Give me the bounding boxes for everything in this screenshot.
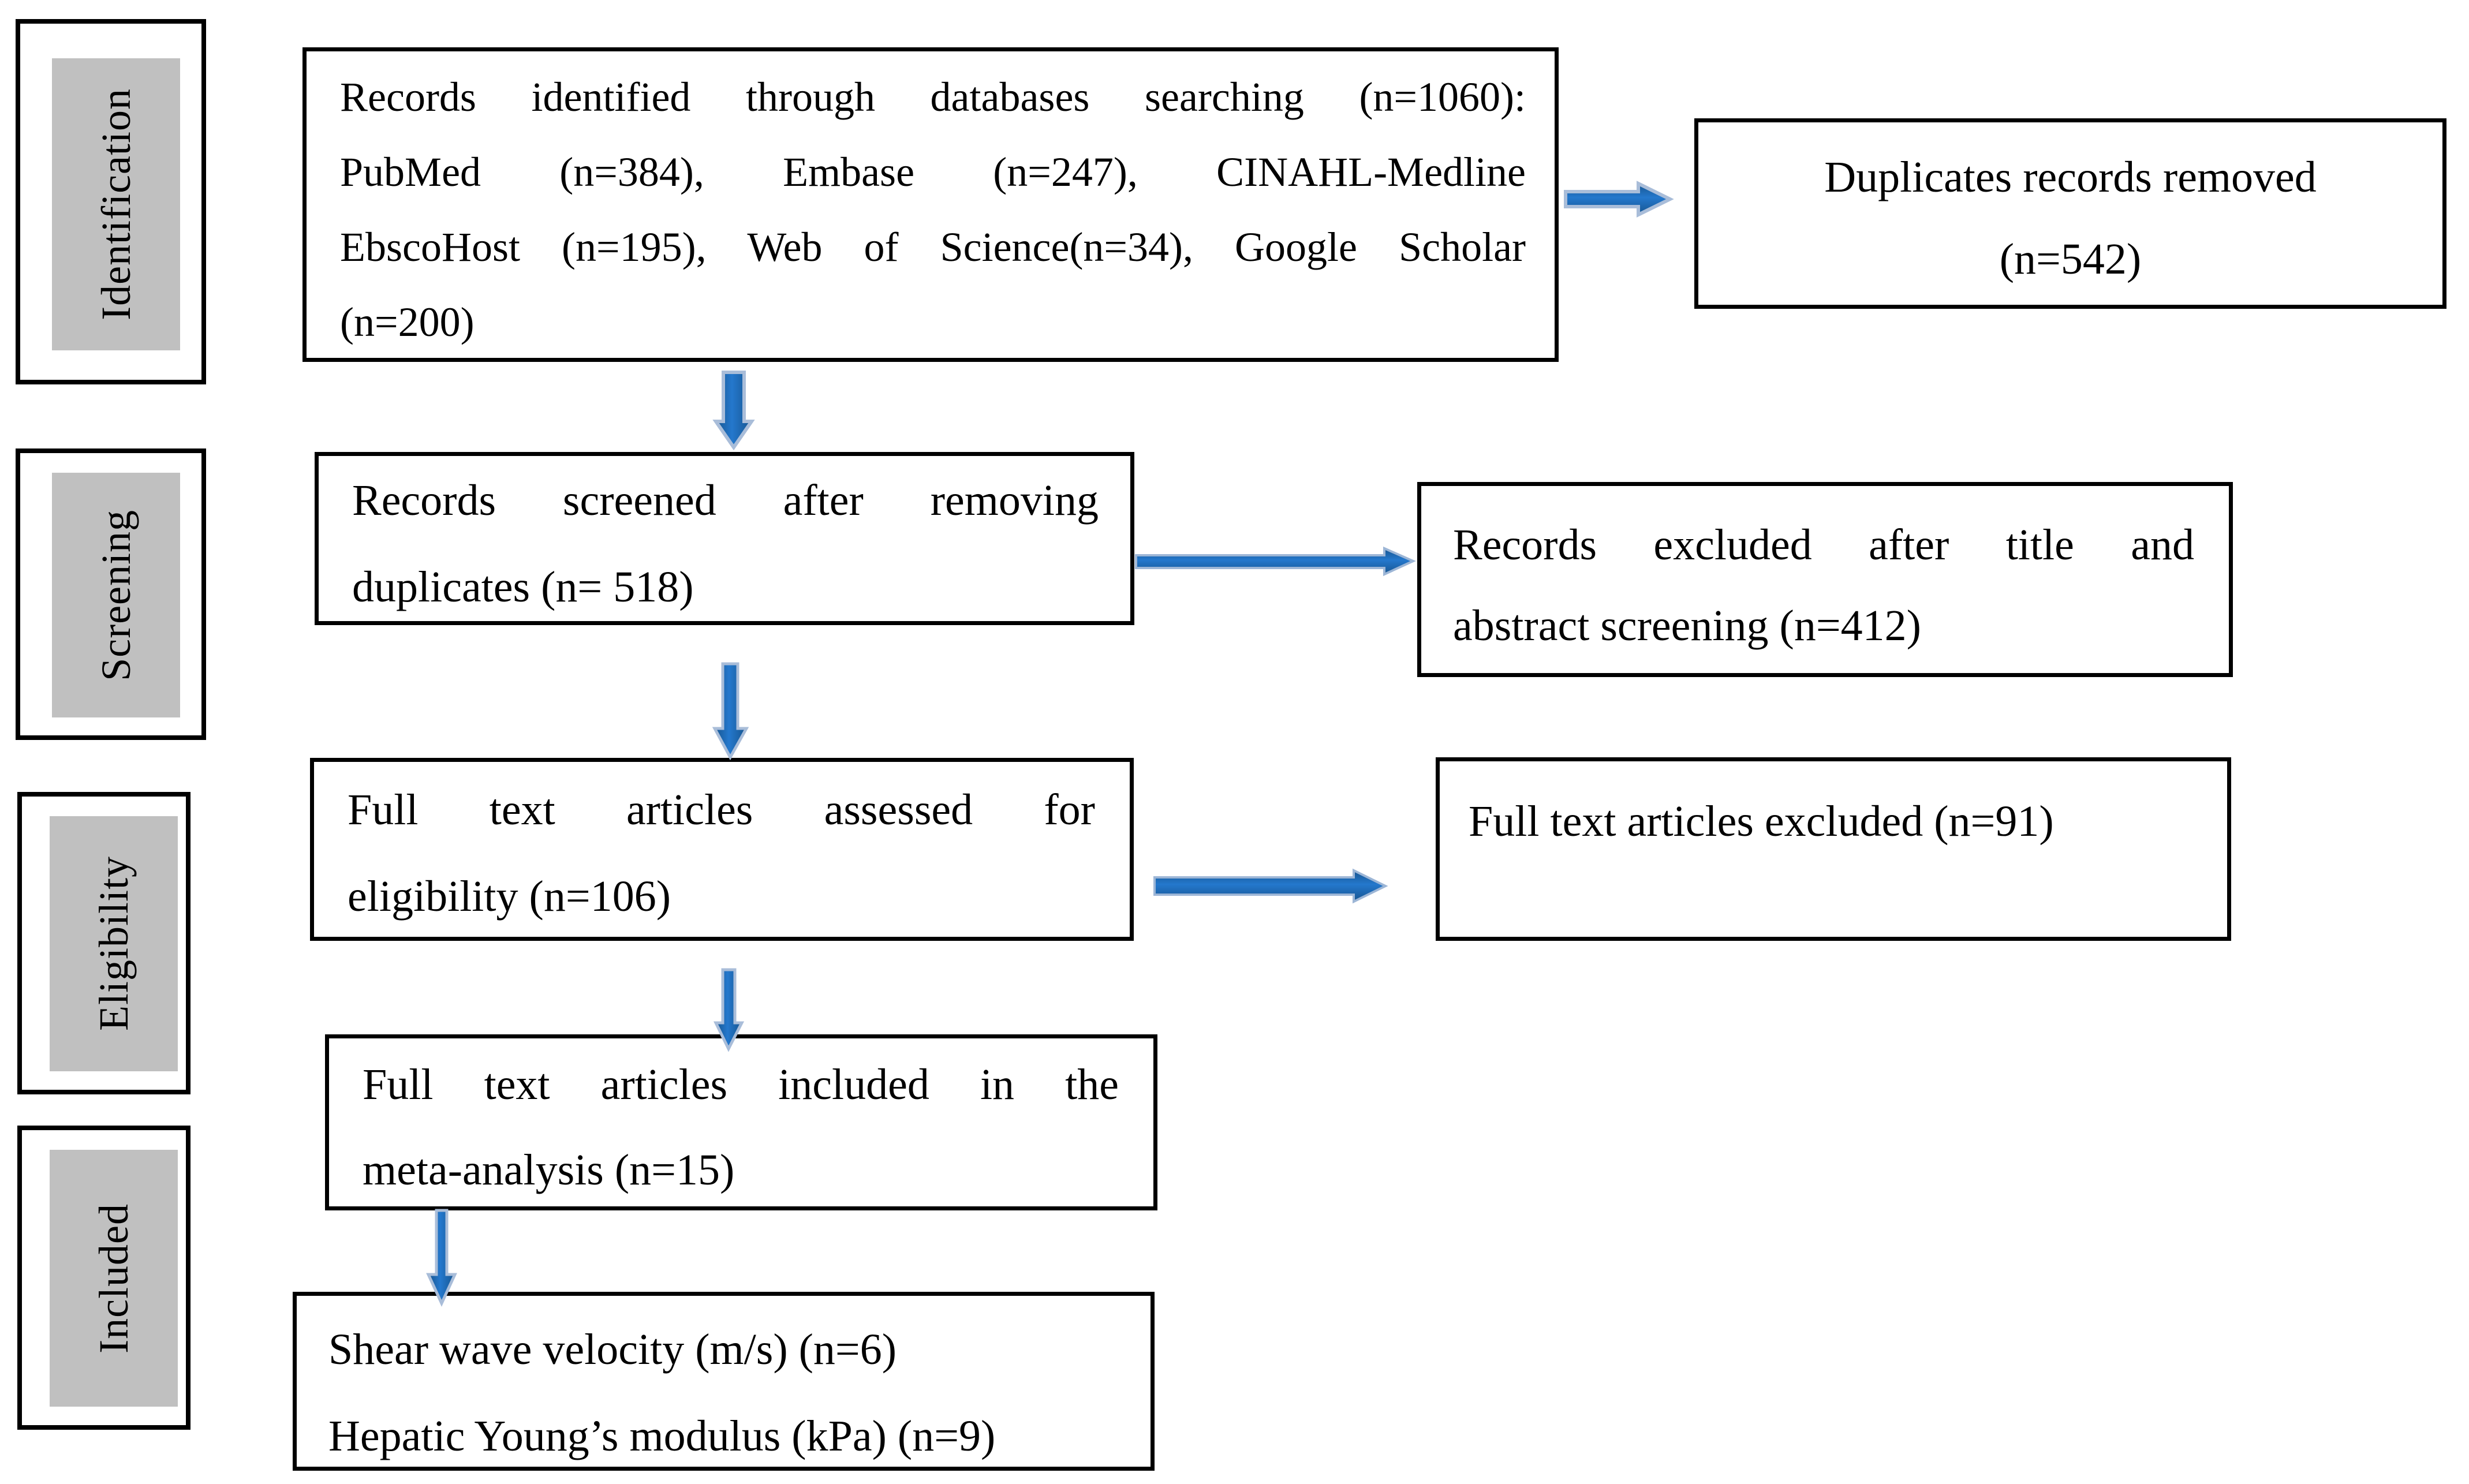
box-text-line: Hepatic Young’s modulus (kPa) (n=9) xyxy=(328,1412,996,1460)
box-records-identified: Records identified through databases sea… xyxy=(302,47,1559,362)
box-text-line: Records excluded after title and xyxy=(1453,521,2194,569)
box-text-line: Records identified through databases sea… xyxy=(340,74,1526,120)
box-text-line: Duplicates records removed xyxy=(1824,153,2317,201)
box-fulltext-excluded: Full text articles excluded (n=91) xyxy=(1436,757,2231,941)
box-text-line: Full text articles excluded (n=91) xyxy=(1469,797,2054,846)
box-text-line: Records screened after removing xyxy=(352,476,1099,525)
stage-fill-included: Included xyxy=(50,1150,178,1407)
box-text-line: PubMed (n=384), Embase (n=247), CINAHL-M… xyxy=(340,149,1526,195)
stage-fill-identification: Identification xyxy=(52,58,180,350)
box-text-line: Shear wave velocity (m/s) (n=6) xyxy=(328,1325,897,1374)
right-arrow-icon xyxy=(1135,546,1416,577)
down-arrow-icon xyxy=(712,662,749,761)
stage-box-identification: Identification xyxy=(16,19,206,384)
stage-box-included: Included xyxy=(17,1126,191,1430)
box-fulltext-assessed: Full text articles assessed for eligibil… xyxy=(310,758,1134,941)
box-text-line: (n=542) xyxy=(1999,235,2142,283)
box-included-meta-analysis: Full text articles included in the meta-… xyxy=(325,1034,1157,1210)
box-records-screened: Records screened after removing duplicat… xyxy=(315,452,1134,625)
box-text-line: abstract screening (n=412) xyxy=(1453,601,1921,650)
stage-fill-eligibility: Eligibility xyxy=(50,816,178,1071)
box-outcomes: Shear wave velocity (m/s) (n=6) Hepatic … xyxy=(293,1292,1155,1471)
stage-box-screening: Screening xyxy=(16,448,206,740)
box-text-line: EbscoHost (n=195), Web of Science(n=34),… xyxy=(340,224,1526,270)
stage-label-included: Included xyxy=(90,1203,137,1354)
box-duplicates-removed: Duplicates records removed (n=542) xyxy=(1694,118,2446,309)
box-text-line: duplicates (n= 518) xyxy=(352,563,694,611)
box-text-line: eligibility (n=106) xyxy=(348,872,671,921)
stage-label-screening: Screening xyxy=(92,509,139,681)
stage-box-eligibility: Eligibility xyxy=(17,792,191,1094)
stage-label-identification: Identification xyxy=(92,88,139,320)
stage-label-eligibility: Eligibility xyxy=(90,856,137,1031)
box-records-excluded-title-abstract: Records excluded after title and abstrac… xyxy=(1417,482,2233,677)
right-arrow-icon xyxy=(1564,181,1674,218)
down-arrow-icon xyxy=(712,371,755,451)
box-text-line: Full text articles assessed for xyxy=(348,786,1095,834)
stage-fill-screening: Screening xyxy=(52,473,180,717)
down-arrow-icon xyxy=(426,1209,457,1307)
box-text-line: meta-analysis (n=15) xyxy=(363,1146,735,1194)
box-text-line: (n=200) xyxy=(340,299,475,345)
box-text-line: Full text articles included in the xyxy=(363,1060,1119,1109)
right-arrow-icon xyxy=(1153,868,1388,904)
